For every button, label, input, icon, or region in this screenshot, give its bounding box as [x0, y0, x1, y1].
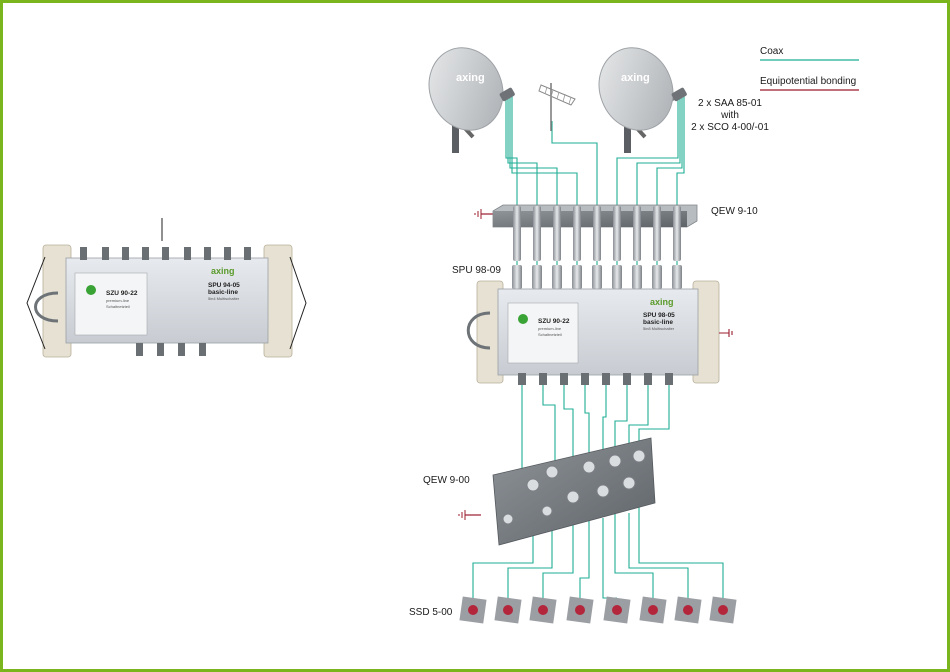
spu-94-05-line: basic-line — [208, 289, 238, 296]
dish-logo-right: axing — [621, 72, 650, 84]
satellite-dish-left: axing — [417, 37, 516, 153]
ssd-5-00-label: SSD 5-00 — [409, 607, 453, 618]
spu-94-05-psu-model: SZU 90-22 — [106, 290, 138, 297]
ssd-5-00-sockets — [459, 596, 736, 623]
spu-94-05-inputs — [80, 247, 251, 260]
legend: Coax Equipotential bonding — [760, 46, 859, 90]
legend-bonding-label: Equipotential bonding — [760, 76, 856, 87]
qew-9-10-label: QEW 9-10 — [711, 206, 758, 217]
spu-98-05-psu-line: premium-line — [538, 326, 562, 331]
spu-98-05-psu-type: Schaltnetzteil — [538, 332, 562, 337]
dish-logo-left: axing — [456, 72, 485, 84]
spu-98-05-multiswitch: SZU 90-22 premium-line Schaltnetzteil ax… — [468, 281, 732, 385]
spu-98-05-model: SPU 98-05 — [643, 312, 675, 319]
spu-98-05-psu-model: SZU 90-22 — [538, 318, 570, 325]
qew-9-00-label: QEW 9-00 — [423, 475, 470, 486]
ssd-socket — [603, 596, 630, 623]
spu-98-05-type: 5in8 Multischalter — [643, 326, 675, 331]
spu-98-05-brand: axing — [650, 297, 674, 307]
spu-98-05-line: basic-line — [643, 319, 673, 326]
spu-98-09-label: SPU 98-09 — [452, 265, 501, 276]
qew-9-10-equalizer — [475, 205, 697, 289]
spu-94-05-brand: axing — [211, 266, 235, 276]
ssd-socket — [674, 596, 701, 623]
spu-94-05-psu-line: premium-line — [106, 298, 130, 303]
antenna-label-line-1: 2 x SAA 85-01 — [698, 98, 762, 109]
ssd-socket — [639, 596, 666, 623]
terrestrial-antenna — [539, 83, 575, 131]
ssd-socket — [529, 596, 556, 623]
legend-coax-label: Coax — [760, 46, 783, 57]
ssd-socket — [459, 596, 486, 623]
ssd-socket — [494, 596, 521, 623]
spu-input-cables — [512, 265, 682, 289]
spu-94-05-model: SPU 94-05 — [208, 282, 240, 289]
spu-94-05-psu-type: Schaltnetzteil — [106, 304, 130, 309]
spu-94-05-type: 5in4 Multischalter — [208, 296, 240, 301]
spu-94-05-multiswitch: SZU 90-22 premium-line Schaltnetzteil ax… — [27, 218, 306, 357]
qew-9-00-equalizer — [459, 438, 655, 545]
installation-diagram: Coax Equipotential bonding — [3, 3, 947, 669]
ssd-socket — [709, 596, 736, 623]
satellite-dish-right: axing — [587, 37, 688, 153]
qew-9-10-connectors — [513, 206, 681, 261]
spu-94-05-outputs — [136, 343, 206, 356]
antenna-label: 2 x SAA 85-01 with 2 x SCO 4-00/-01 — [691, 98, 769, 133]
antenna-label-line-3: 2 x SCO 4-00/-01 — [691, 122, 769, 133]
ssd-socket — [566, 596, 593, 623]
antenna-label-line-2: with — [720, 110, 739, 121]
